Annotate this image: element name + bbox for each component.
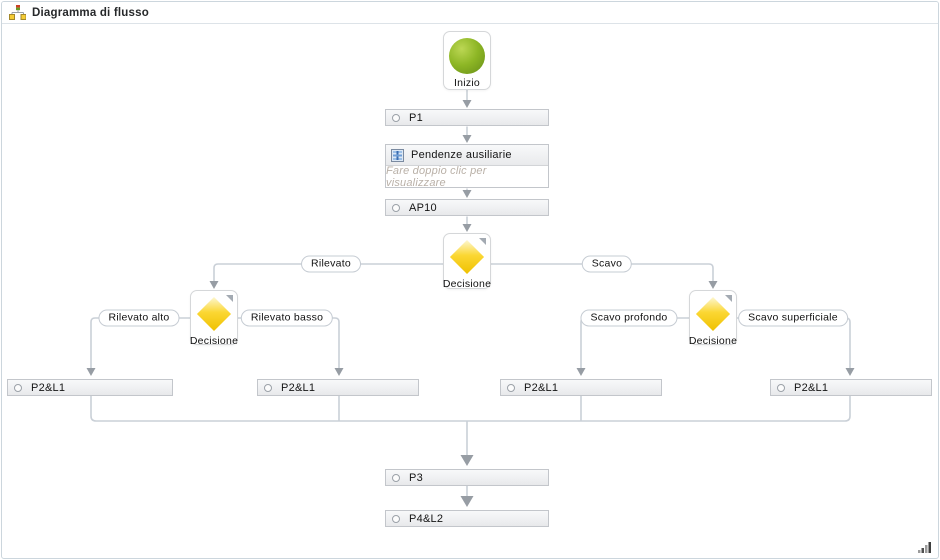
branch-label-scavo-profondo[interactable]: Scavo profondo	[580, 309, 678, 327]
page-title: Diagramma di flusso	[32, 6, 149, 19]
branch-label-scavo[interactable]: Scavo	[581, 255, 633, 273]
decision-right[interactable]: Decisione	[688, 290, 738, 347]
task-circle-icon	[777, 383, 785, 392]
decision-label: Decisione	[688, 335, 738, 347]
task-circle-icon	[392, 514, 400, 523]
task-p2l1-2[interactable]: P2&L1	[257, 379, 419, 396]
task-p3[interactable]: P3	[385, 469, 549, 486]
collapse-corner-icon[interactable]	[226, 295, 233, 302]
branch-label-rilevato-basso[interactable]: Rilevato basso	[240, 309, 334, 327]
decision-label: Decisione	[442, 278, 492, 290]
task-label: P1	[409, 111, 423, 124]
task-ap10[interactable]: AP10	[385, 199, 549, 216]
task-label: P4&L2	[409, 512, 444, 525]
start-label: Inizio	[453, 77, 480, 89]
flowchart-icon	[9, 5, 27, 20]
diamond-icon	[449, 239, 485, 275]
decision-label: Decisione	[189, 335, 239, 347]
task-p4l2[interactable]: P4&L2	[385, 510, 549, 527]
task-circle-icon	[14, 383, 22, 392]
task-label: P2&L1	[524, 381, 559, 394]
task-p2l1-4[interactable]: P2&L1	[770, 379, 932, 396]
titlebar: Diagramma di flusso	[2, 2, 938, 24]
subprocess-header: Pendenze ausiliarie	[386, 145, 548, 166]
node-start[interactable]: Inizio	[443, 31, 491, 90]
task-p2l1-3[interactable]: P2&L1	[500, 379, 662, 396]
task-label: P2&L1	[31, 381, 66, 394]
task-circle-icon	[392, 113, 400, 122]
collapse-corner-icon[interactable]	[725, 295, 732, 302]
subprocess-pendenze[interactable]: Pendenze ausiliarie Fare doppio clic per…	[385, 144, 549, 189]
subprocess-hint: Fare doppio clic per visualizzare	[386, 164, 487, 189]
task-label: P2&L1	[281, 381, 316, 394]
decision-left[interactable]: Decisione	[189, 290, 239, 347]
start-circle-icon	[449, 38, 485, 74]
decision-main[interactable]: Decisione	[442, 233, 492, 290]
collapse-corner-icon[interactable]	[479, 238, 486, 245]
task-label: AP10	[409, 201, 437, 214]
task-circle-icon	[392, 203, 400, 212]
branch-label-rilevato-alto[interactable]: Rilevato alto	[98, 309, 180, 327]
task-circle-icon	[507, 383, 515, 392]
task-circle-icon	[392, 473, 400, 482]
resize-grip-icon[interactable]	[918, 542, 932, 553]
task-label: P2&L1	[794, 381, 829, 394]
task-label: P3	[409, 471, 423, 484]
diamond-icon	[196, 296, 232, 332]
subdiagram-icon	[391, 148, 404, 162]
task-circle-icon	[264, 383, 272, 392]
task-p1[interactable]: P1	[385, 109, 549, 126]
subprocess-title: Pendenze ausiliarie	[411, 149, 512, 161]
task-p2l1-1[interactable]: P2&L1	[7, 379, 173, 396]
branch-label-rilevato[interactable]: Rilevato	[301, 255, 361, 273]
branch-label-scavo-superficiale[interactable]: Scavo superficiale	[738, 309, 848, 327]
diamond-icon	[695, 296, 731, 332]
